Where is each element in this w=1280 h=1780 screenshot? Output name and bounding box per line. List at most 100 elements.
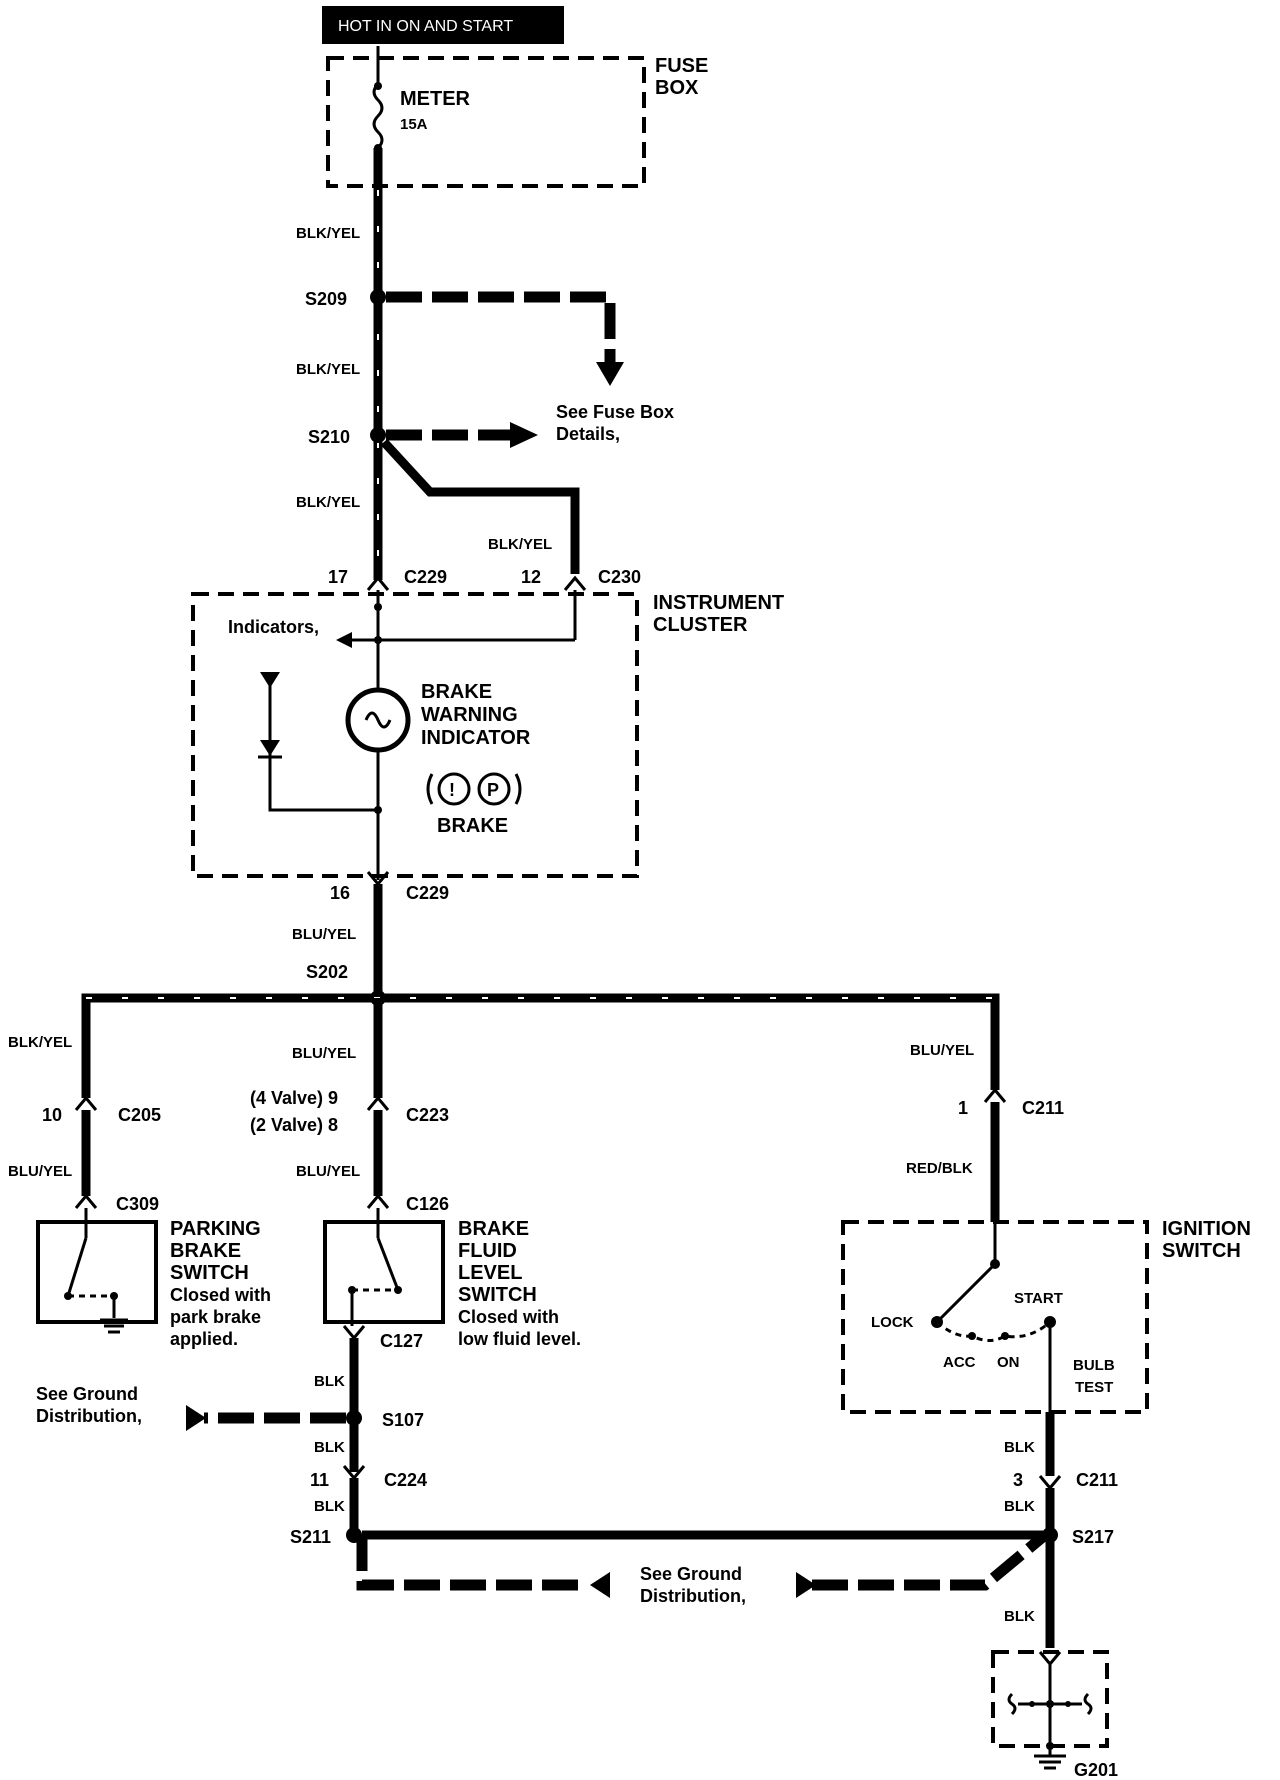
connector-c223-label: C223 — [406, 1105, 449, 1125]
connector-c229-label-bottom: C229 — [406, 883, 449, 903]
ground-note-left-1: See Ground — [36, 1384, 138, 1404]
splice-s217 — [1042, 1527, 1058, 1543]
splice-s217-label: S217 — [1072, 1527, 1114, 1547]
wire-label-redblk: RED/BLK — [906, 1160, 973, 1177]
splice-s210-label: S210 — [308, 427, 350, 447]
brake-fluid-switch — [323, 1220, 445, 1324]
ignition-test: TEST — [1075, 1379, 1113, 1396]
svg-text:!: ! — [449, 780, 455, 800]
connector-c223 — [366, 1095, 390, 1111]
parking-brake-label-4: Closed with — [170, 1285, 271, 1305]
connector-c309 — [74, 1193, 98, 1209]
wire-label-blk-6: BLK — [1004, 1608, 1035, 1625]
wire-label-blkyel-4: BLK/YEL — [488, 536, 552, 553]
wire-s209-branch — [386, 291, 616, 362]
connector-c211-bottom — [1038, 1475, 1062, 1491]
fuse-details-note-2: Details, — [556, 424, 620, 444]
connector-c229-top — [366, 575, 390, 591]
fuse-box-label-1: FUSE — [655, 55, 708, 77]
pin-17: 17 — [328, 567, 348, 587]
arrow-ground-s211 — [590, 1572, 610, 1598]
wire-label-blk-4: BLK — [1004, 1439, 1035, 1456]
fuse-symbol — [372, 82, 384, 150]
ignition-label-2: SWITCH — [1162, 1240, 1241, 1262]
splice-s209 — [370, 289, 386, 305]
connector-c211-label-top: C211 — [1022, 1098, 1064, 1118]
ground-g201-label: G201 — [1074, 1760, 1118, 1780]
pin-10: 10 — [42, 1105, 62, 1125]
wire-label-blkyel-5: BLK/YEL — [8, 1034, 72, 1051]
wire-s211-ground — [356, 1535, 586, 1591]
wire-label-bluyel-2: BLU/YEL — [8, 1163, 72, 1180]
parking-brake-label-1: PARKING — [170, 1218, 261, 1240]
arrow-left-indicators — [336, 632, 352, 648]
pin-12: 12 — [521, 567, 541, 587]
splice-s210 — [370, 427, 386, 443]
connector-c309-label: C309 — [116, 1194, 159, 1214]
pin-16: 16 — [330, 883, 350, 903]
brake-fluid-label-1: BRAKE — [458, 1218, 529, 1240]
ignition-on: ON — [997, 1354, 1020, 1371]
fuse-box-outline — [326, 56, 646, 188]
connector-c126-label: C126 — [406, 1194, 449, 1214]
wire-label-blkyel-3: BLK/YEL — [296, 494, 360, 511]
arrow-right-s210 — [510, 422, 538, 448]
ignition-lock: LOCK — [871, 1314, 914, 1331]
instrument-cluster-label-2: CLUSTER — [653, 614, 748, 636]
pin-2-valve: (2 Valve) 8 — [250, 1115, 338, 1135]
indicators-label: Indicators, — [228, 617, 319, 637]
splice-s107-label: S107 — [382, 1410, 424, 1430]
wire-label-bluyel-5: BLU/YEL — [910, 1042, 974, 1059]
diode-path — [268, 680, 378, 812]
brake-fluid-label-4: SWITCH — [458, 1284, 537, 1306]
header-title: HOT IN ON AND START — [338, 18, 513, 35]
arrow-down-s209 — [596, 362, 624, 386]
instrument-cluster-label-1: INSTRUMENT — [653, 592, 784, 614]
brake-warning-label-1: BRAKE — [421, 681, 492, 703]
header-box — [322, 6, 564, 44]
splice-s202-label: S202 — [306, 962, 348, 982]
connector-c229-label-top: C229 — [404, 567, 447, 587]
wire-label-blkyel-2: BLK/YEL — [296, 361, 360, 378]
connector-c230-label: C230 — [598, 567, 641, 587]
connector-c211-top — [983, 1087, 1007, 1103]
ignition-start: START — [1014, 1290, 1063, 1307]
pin-1: 1 — [958, 1098, 968, 1118]
wire-s210-to-c230 — [380, 438, 580, 574]
fuse-details-note-1: See Fuse Box — [556, 402, 674, 422]
splice-s107 — [346, 1410, 362, 1426]
fuse-box-label-2: BOX — [655, 77, 699, 99]
brake-fluid-label-2: FLUID — [458, 1240, 517, 1262]
pin-11: 11 — [310, 1470, 329, 1490]
brake-warning-label-3: INDICATOR — [421, 727, 531, 749]
brake-warning-label-2: WARNING — [421, 704, 518, 726]
connector-c126 — [366, 1193, 390, 1209]
pin-3: 3 — [1013, 1470, 1023, 1490]
wire-label-blk-5: BLK — [1004, 1498, 1035, 1515]
connector-c127-label: C127 — [380, 1331, 423, 1351]
connector-c211-label-bottom: C211 — [1076, 1470, 1118, 1490]
arrow-ground-s217 — [796, 1572, 816, 1598]
ground-note-bottom-2: Distribution, — [640, 1586, 746, 1606]
wire-label-blk-3: BLK — [314, 1498, 345, 1515]
instrument-cluster-outline — [191, 592, 639, 878]
ground-note-bottom-1: See Ground — [640, 1564, 742, 1584]
brake-fluid-label-5: Closed with — [458, 1307, 559, 1327]
svg-text:P: P — [487, 780, 499, 800]
brake-symbol-p — [477, 772, 511, 806]
fuse-rating: 15A — [400, 116, 428, 133]
diode-symbol — [260, 740, 280, 756]
wire-s202-bus — [81, 993, 1000, 1076]
arrow-ground-left — [186, 1405, 206, 1431]
parking-brake-label-2: BRAKE — [170, 1240, 241, 1262]
wire-s217-ground — [812, 1530, 1049, 1591]
brake-fluid-label-3: LEVEL — [458, 1262, 522, 1284]
wire-label-bluyel-3: BLU/YEL — [292, 1045, 356, 1062]
diode-arrow-top — [260, 672, 280, 688]
ignition-label-1: IGNITION — [1162, 1218, 1251, 1240]
connector-c205-label: C205 — [118, 1105, 161, 1125]
parking-brake-label-3: SWITCH — [170, 1262, 249, 1284]
splice-s209-label: S209 — [305, 289, 347, 309]
ground-note-left-2: Distribution, — [36, 1406, 142, 1426]
